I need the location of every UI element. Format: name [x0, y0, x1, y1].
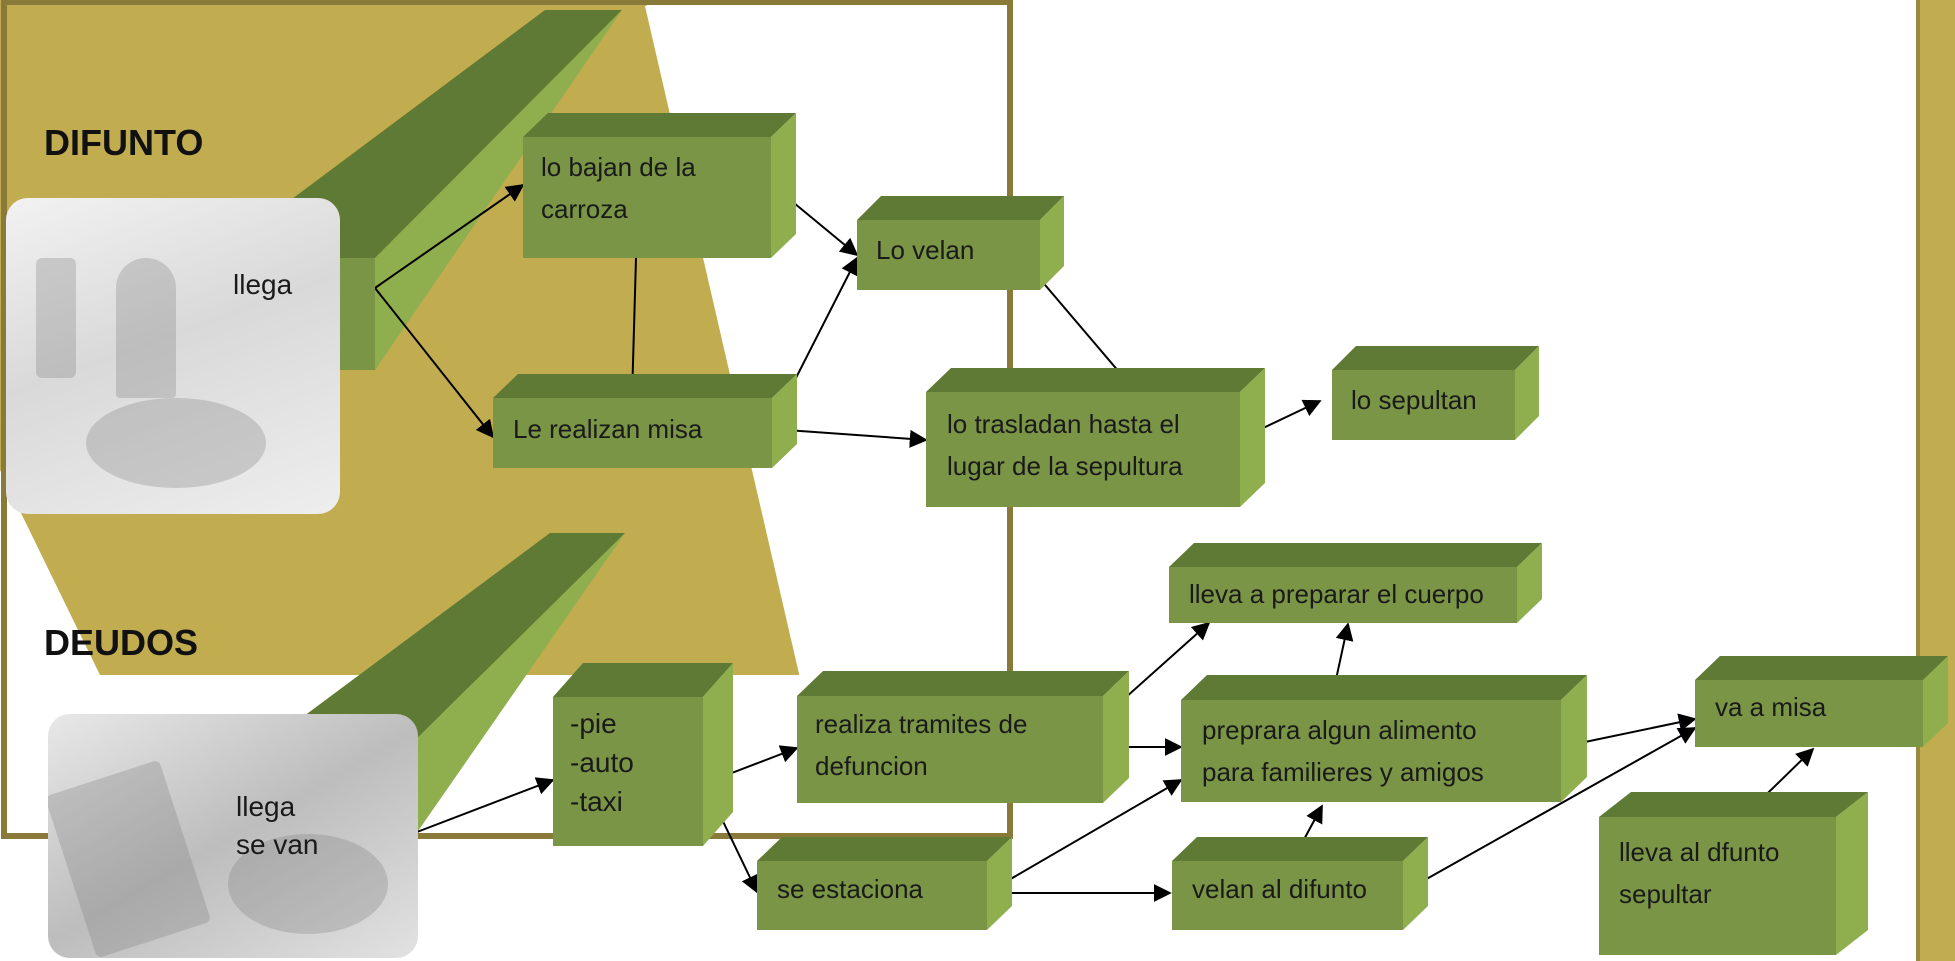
node-tramites: realiza tramites de defuncion [815, 709, 1028, 781]
box-alimento-front [1181, 700, 1561, 802]
box-estaciona-front [757, 861, 987, 930]
box-preparar-cuerpo-top [1169, 543, 1542, 567]
wedge-difunto-top [213, 10, 622, 258]
box-lo-velan-side [1040, 196, 1064, 290]
box-alimento-top [1181, 675, 1587, 700]
box-alimento-side [1561, 675, 1587, 802]
box-sepultan-front [1332, 370, 1515, 440]
heading-difunto: DIFUNTO [44, 122, 204, 163]
cemetery-photo [6, 198, 340, 514]
node-difunto-llega: llega [233, 269, 293, 300]
box-bajan-carroza-front [523, 137, 771, 258]
box-va-misa-front [1695, 680, 1923, 747]
box-trasladan-top [926, 368, 1265, 392]
boxes [213, 113, 1948, 955]
node-bajan-carroza: lo bajan de la carroza [541, 152, 696, 224]
node-sepultar: lleva al dfunto sepultar [1619, 837, 1780, 909]
box-lo-velan-front [857, 220, 1040, 290]
box-velan-difunto-side [1403, 837, 1428, 930]
box-realizan-misa-front [493, 398, 772, 468]
box-tramites-front [797, 696, 1103, 803]
node-alimento: preprara algun alimento para familieres … [1202, 715, 1484, 787]
node-preparar-cuerpo: lleva a preparar el cuerpo [1189, 579, 1484, 609]
node-lo-velan: Lo velan [876, 235, 975, 265]
box-estaciona-top [757, 837, 1012, 861]
box-transporte-front [553, 697, 703, 846]
box-velan-difunto-front [1172, 861, 1403, 930]
box-sepultar-side [1836, 792, 1868, 955]
box-sepultar-front [1599, 817, 1836, 955]
node-va-misa: va a misa [1715, 692, 1827, 722]
mourners-photo [48, 714, 418, 958]
box-velan-difunto-top [1172, 837, 1428, 861]
node-llega-se-van: llega se van [236, 791, 319, 860]
box-tramites-top [797, 671, 1129, 696]
node-realizan-misa: Le realizan misa [513, 414, 703, 444]
box-va-misa-top [1695, 656, 1948, 680]
box-realizan-misa-side [772, 374, 797, 468]
box-bajan-carroza-side [771, 113, 796, 258]
box-lo-velan-top [857, 196, 1064, 220]
box-trasladan-front [926, 392, 1240, 507]
box-transporte-top [553, 663, 733, 697]
right-edge-bar [1916, 0, 1955, 961]
box-realizan-misa-top [493, 374, 797, 398]
box-preparar-cuerpo-front [1169, 567, 1517, 623]
heading-deudos: DEUDOS [44, 622, 199, 663]
box-tramites-side [1103, 671, 1129, 803]
box-va-misa-side [1923, 656, 1948, 747]
box-trasladan-side [1240, 368, 1265, 507]
node-sepultan: lo sepultan [1351, 385, 1477, 415]
wedge-difunto-side [375, 10, 622, 370]
box-sepultan-top [1332, 346, 1539, 370]
box-estaciona-side [987, 837, 1012, 930]
box-bajan-carroza-top [523, 113, 796, 137]
box-sepultar-top [1599, 792, 1868, 817]
node-transporte: -pie -auto -taxi [570, 708, 634, 817]
node-estaciona: se estaciona [777, 874, 923, 904]
box-transporte-side [703, 663, 733, 846]
box-preparar-cuerpo-side [1517, 543, 1542, 623]
node-trasladan: lo trasladan hasta el lugar de la sepult… [947, 409, 1183, 481]
node-velan-difunto: velan al difunto [1192, 874, 1367, 904]
box-sepultan-side [1515, 346, 1539, 440]
